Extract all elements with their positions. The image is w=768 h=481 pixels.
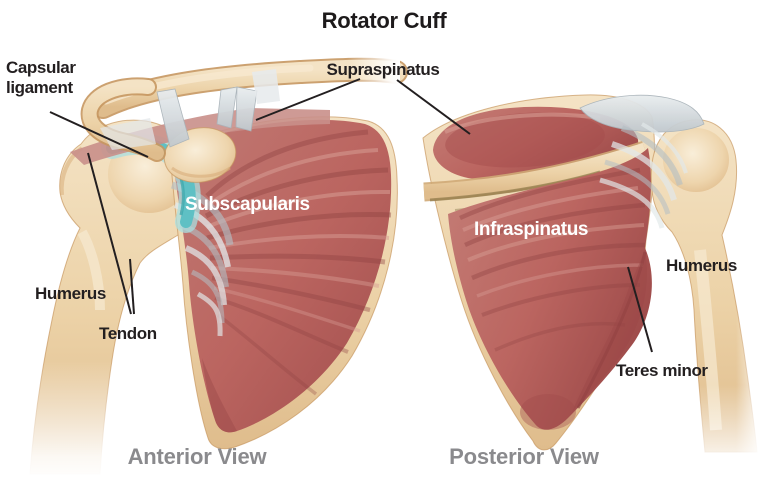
label-humerus-posterior: Humerus bbox=[666, 256, 737, 275]
label-teres-minor: Teres minor bbox=[616, 361, 708, 380]
posterior-acromion-bone bbox=[579, 94, 705, 133]
teres-minor-leader-line bbox=[627, 266, 653, 353]
label-supraspinatus: Supraspinatus bbox=[326, 60, 440, 79]
label-infraspinatus: Infraspinatus bbox=[474, 219, 589, 240]
posterior-view-illustration bbox=[422, 94, 768, 481]
posterior-humerus-fade-bottom bbox=[676, 385, 768, 481]
posterior-supraspinatus-muscle bbox=[433, 106, 639, 180]
anterior-humerus-fade bbox=[12, 360, 152, 481]
label-humerus-anterior: Humerus bbox=[35, 284, 106, 303]
anterior-view-caption: Anterior View bbox=[127, 444, 267, 469]
posterior-view-caption: Posterior View bbox=[449, 444, 599, 469]
anterior-view-illustration bbox=[12, 50, 408, 481]
label-subscapularis: Subscapularis bbox=[185, 194, 310, 215]
label-capsular-ligament: Capsular ligament bbox=[6, 58, 76, 98]
clavicle-fade bbox=[348, 50, 400, 108]
tendon-leader-line-2 bbox=[129, 258, 135, 315]
capsular-ligament-leader-line bbox=[49, 111, 149, 158]
posterior-tendon-fibers bbox=[599, 122, 688, 229]
infraspinatus-muscle bbox=[448, 148, 652, 430]
page-title: Rotator Cuff bbox=[321, 8, 447, 33]
tendon-leader-line-1 bbox=[87, 152, 132, 315]
supraspinatus-right-leader-line bbox=[396, 79, 471, 135]
subscapularis-muscle bbox=[172, 119, 392, 433]
anterior-supraspinatus-band bbox=[70, 108, 330, 165]
teres-minor-muscle bbox=[572, 250, 647, 412]
label-tendon: Tendon bbox=[99, 324, 157, 343]
supraspinatus-left-leader-line bbox=[255, 78, 361, 121]
leader-lines bbox=[49, 78, 653, 353]
